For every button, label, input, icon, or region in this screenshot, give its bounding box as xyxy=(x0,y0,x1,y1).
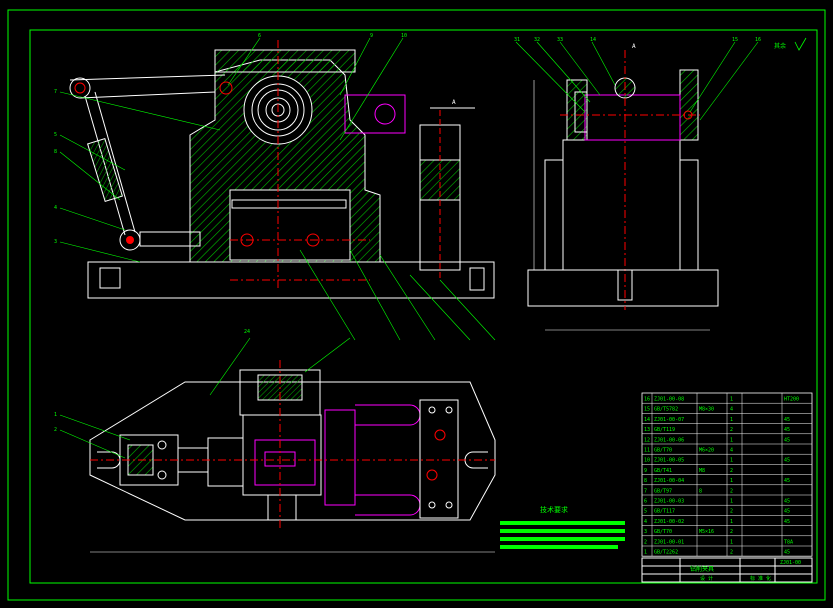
side-view xyxy=(515,41,759,331)
section-arrow-label: A xyxy=(452,99,456,106)
outer-frame xyxy=(7,9,826,601)
tech-req-lines xyxy=(500,521,625,549)
bom-cell: 45 xyxy=(784,519,790,525)
bom-cell: 2 xyxy=(730,427,733,433)
bom-cell: 15 xyxy=(644,407,650,413)
bom-cell: 1 xyxy=(730,478,733,484)
balloon: 9 xyxy=(370,33,373,39)
bom-cell: 4 xyxy=(730,448,733,454)
bom-cell: ZJ01-00-06 xyxy=(654,437,684,443)
balloon: 33 xyxy=(557,37,563,43)
bom-cell: GB/T119 xyxy=(654,427,675,433)
bom-cell: 2 xyxy=(730,488,733,494)
bom-cell: 11 xyxy=(644,448,650,454)
bom-cell: 2 xyxy=(730,509,733,515)
bom-cell: ZJ01-00-05 xyxy=(654,458,684,464)
bom-cell: 2 xyxy=(730,550,733,556)
bom-cell: 45 xyxy=(784,427,790,433)
bom-cell: 8 xyxy=(699,488,702,494)
bom-cell: 45 xyxy=(784,478,790,484)
bom-cell: T8A xyxy=(784,539,793,545)
bom-cell: 45 xyxy=(784,550,790,556)
bom-cell: GB/T5782 xyxy=(654,407,678,413)
balloon: 8 xyxy=(54,149,57,155)
bom-cell: M8×30 xyxy=(699,407,714,413)
bom-cell: 45 xyxy=(784,417,790,423)
title-designer: 设 计 xyxy=(700,575,713,582)
balloon: 10 xyxy=(401,33,407,39)
bom-cell: 7 xyxy=(644,488,647,494)
bom-cell: 1 xyxy=(730,519,733,525)
balloon: 15 xyxy=(732,37,738,43)
title-name: 钻削夹具 xyxy=(690,565,714,573)
bom-cell: ZJ01-00-03 xyxy=(654,499,684,505)
view-marker: A xyxy=(632,43,636,50)
bom-cell: 9 xyxy=(644,468,647,474)
title-standard: 标 准 化 xyxy=(750,575,771,582)
bom-cell: 4 xyxy=(730,407,733,413)
bom-cell: 45 xyxy=(784,437,790,443)
bom-cell: 45 xyxy=(784,499,790,505)
inner-frame xyxy=(29,29,818,584)
balloon: 31 xyxy=(514,37,520,43)
bom-cell: ZJ01-00-08 xyxy=(654,397,684,403)
bom-cell: 6 xyxy=(644,499,647,505)
bom-cell: GB/T2262 xyxy=(654,550,678,556)
bom-cell: 45 xyxy=(784,509,790,515)
bom-cell: M6×20 xyxy=(699,448,714,454)
bom-cell: 45 xyxy=(784,458,790,464)
balloon: 5 xyxy=(54,132,57,138)
balloon: 16 xyxy=(755,37,761,43)
bom-cell: 4 xyxy=(644,519,647,525)
bom-cell: GB/T41 xyxy=(654,468,672,474)
balloon: 1 xyxy=(54,412,57,418)
title-block xyxy=(641,557,813,583)
bom-cell: ZJ01-00-07 xyxy=(654,417,684,423)
balloon: 3 xyxy=(54,239,57,245)
front-view: A xyxy=(59,37,496,341)
bom-cell: 1 xyxy=(730,397,733,403)
bom-cell: M8 xyxy=(699,468,705,474)
balloon: 7 xyxy=(54,89,57,95)
bom-cell: 14 xyxy=(644,417,650,423)
bom-cell: 16 xyxy=(644,397,650,403)
bom-cell: 10 xyxy=(644,458,650,464)
bom-cell: 1 xyxy=(644,550,647,556)
bom-cell: 1 xyxy=(730,539,733,545)
tech-req-title: 技术要求 xyxy=(540,505,568,514)
roughness-note: 其余 xyxy=(774,42,786,50)
bom-cell: ZJ01-00-01 xyxy=(654,539,684,545)
bom-cell: 1 xyxy=(730,417,733,423)
balloon: 2 xyxy=(54,427,57,433)
bom-cell: GB/T70 xyxy=(654,529,672,535)
bom-cell: GB/T117 xyxy=(654,509,675,515)
bom-cell: 3 xyxy=(644,529,647,535)
bom-cell: 12 xyxy=(644,437,650,443)
bom-cell: 2 xyxy=(644,539,647,545)
bom-cell: 1 xyxy=(730,499,733,505)
bom-cell: 2 xyxy=(730,468,733,474)
bom-cell: 13 xyxy=(644,427,650,433)
bom-cell: ZJ01-00-04 xyxy=(654,478,684,484)
balloon: 24 xyxy=(244,329,250,335)
balloon: 6 xyxy=(258,33,261,39)
bom-cell: 5 xyxy=(644,509,647,515)
bom-cell: 1 xyxy=(730,458,733,464)
bom-cell: GB/T70 xyxy=(654,448,672,454)
bom-cell: 8 xyxy=(644,478,647,484)
bom-cell: ZJ01-00-02 xyxy=(654,519,684,525)
bom-cell: HT200 xyxy=(784,397,799,403)
bom-cell: GB/T97 xyxy=(654,488,672,494)
bom-cell: 1 xyxy=(730,437,733,443)
bom-cell: 2 xyxy=(730,529,733,535)
title-code: ZJ01-00 xyxy=(780,560,801,566)
balloon: 14 xyxy=(590,37,596,43)
balloon: 32 xyxy=(534,37,540,43)
balloon: 4 xyxy=(54,205,57,211)
top-view xyxy=(59,337,496,553)
bom-cell: M5×16 xyxy=(699,529,714,535)
